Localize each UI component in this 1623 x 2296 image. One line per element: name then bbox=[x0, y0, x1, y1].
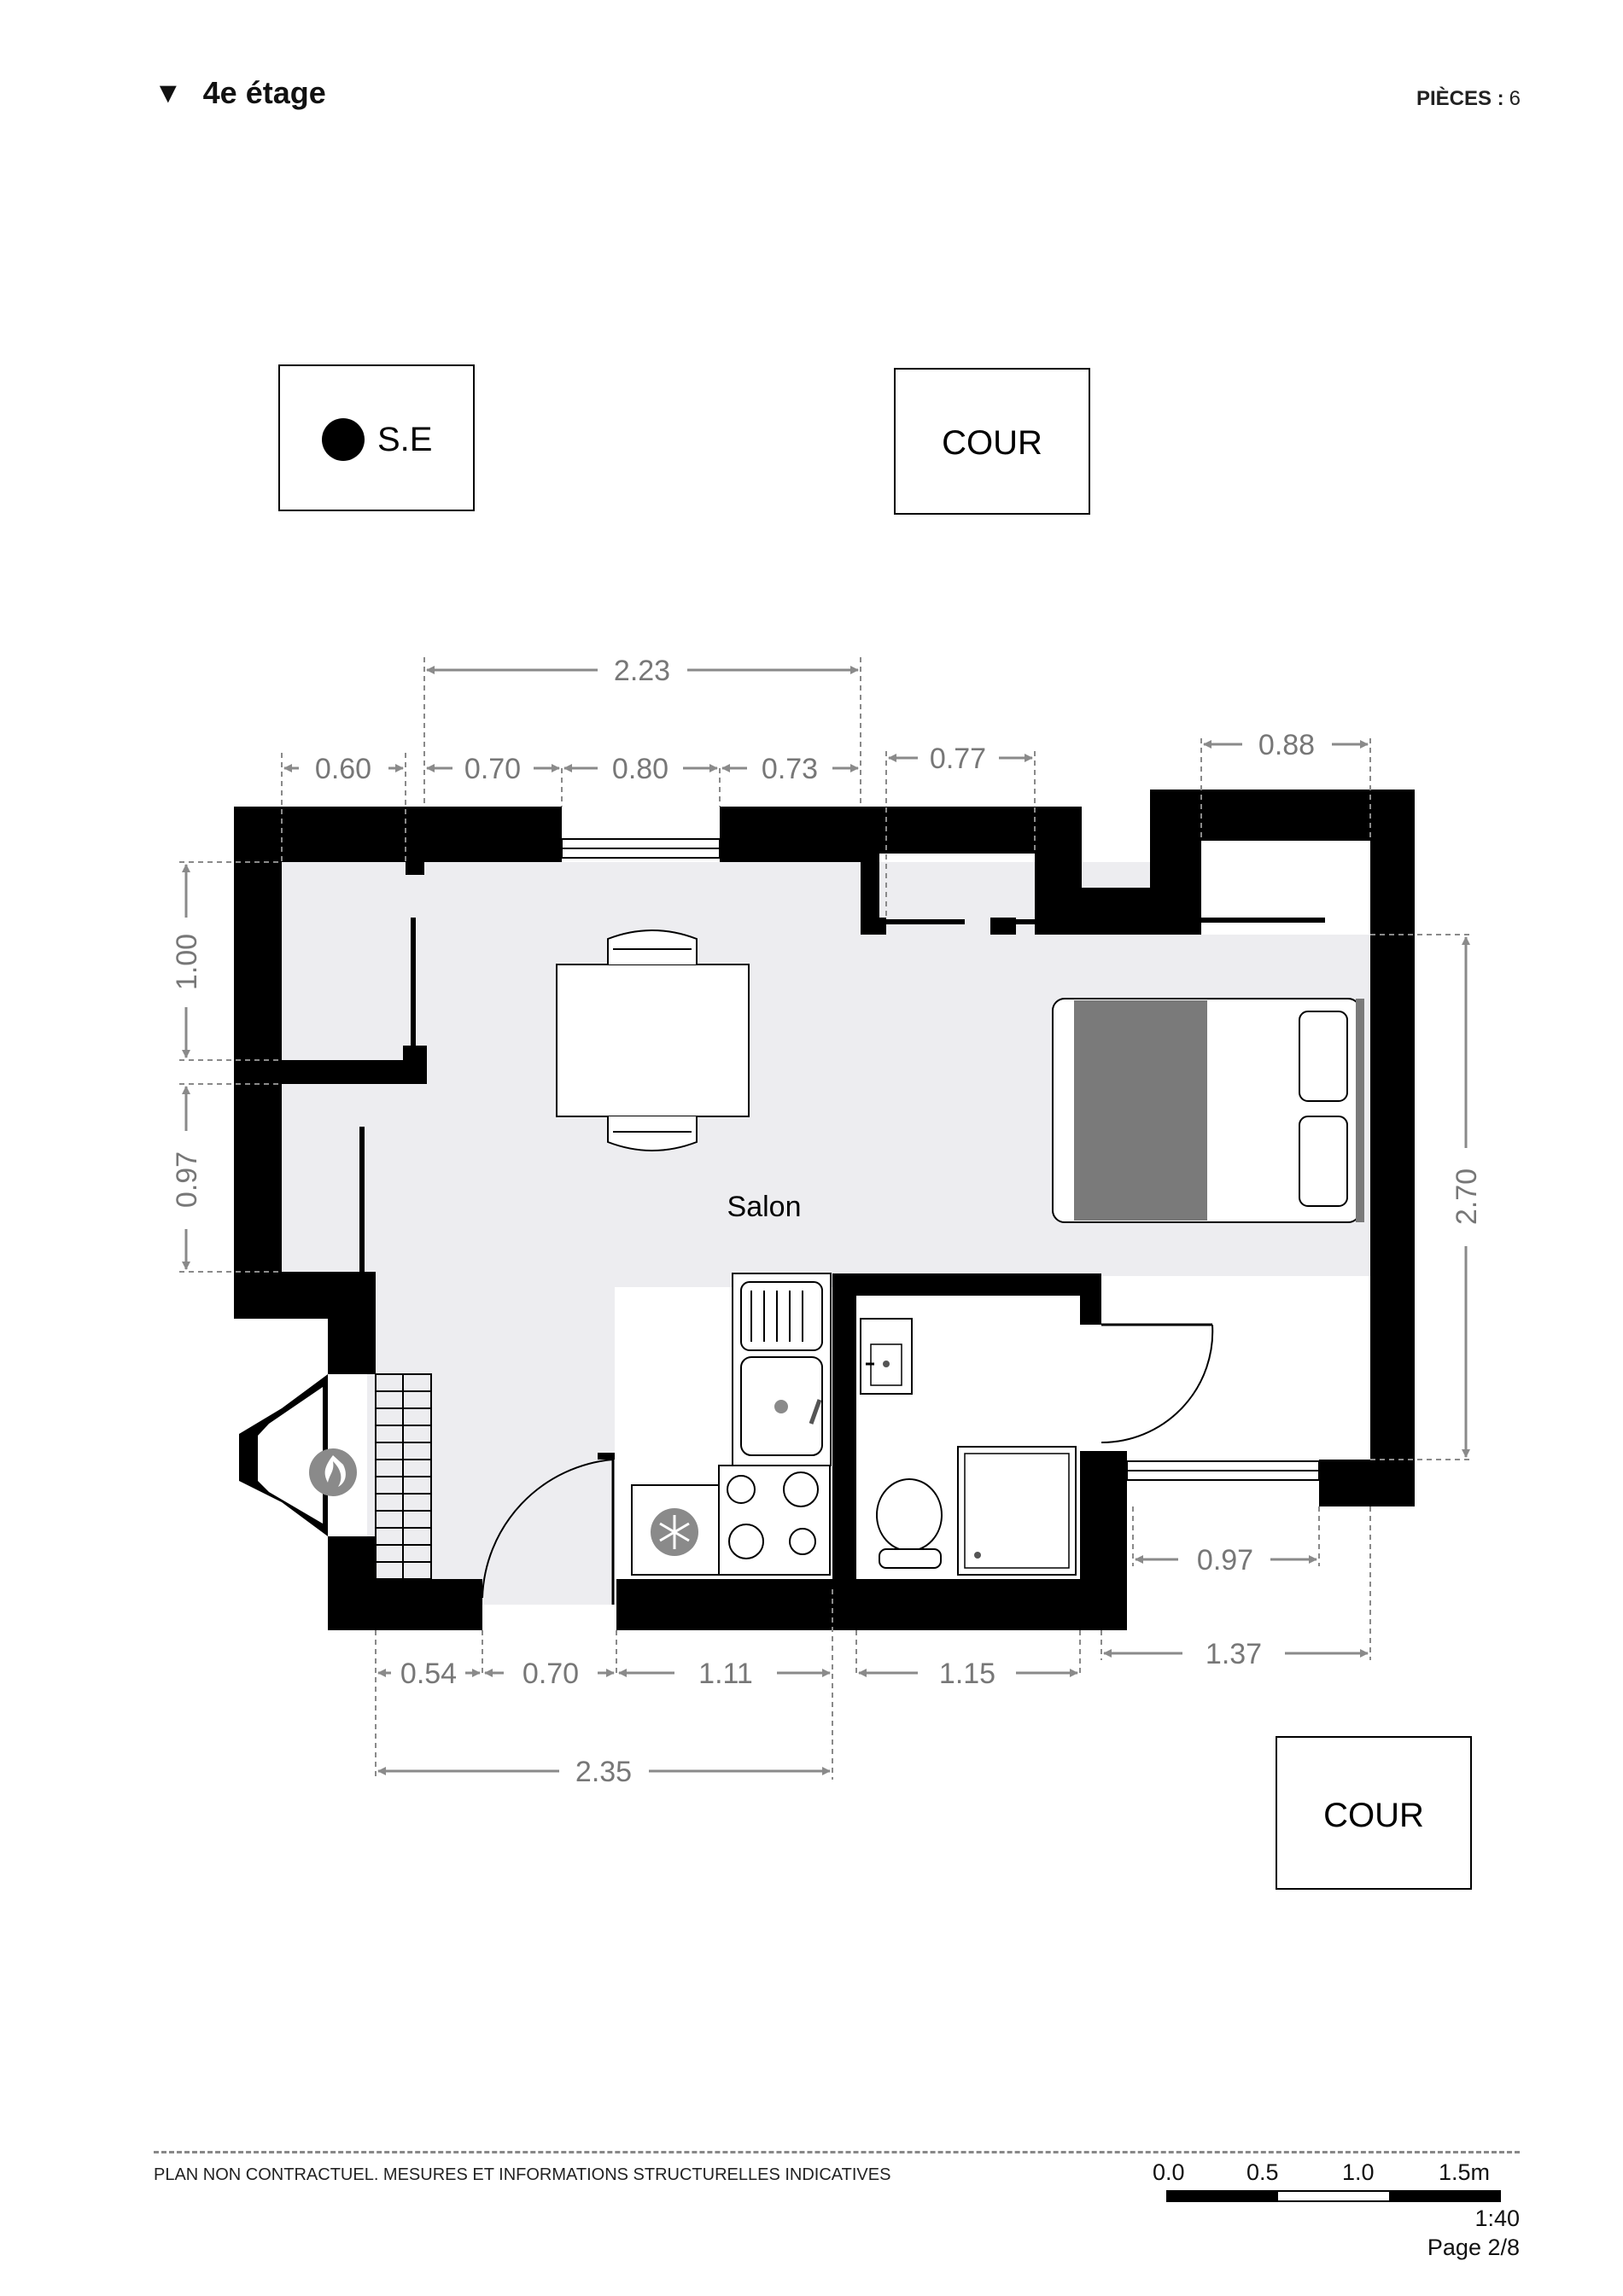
pillow-bottom bbox=[1299, 1116, 1348, 1207]
kitchen-sink bbox=[732, 1273, 832, 1466]
rooms-label: PIÈCES : bbox=[1416, 87, 1504, 110]
dim-top-c: 0.80 bbox=[612, 753, 668, 785]
dim-top-b: 0.70 bbox=[464, 753, 521, 785]
scale-tick: 1.5m bbox=[1439, 2159, 1491, 2185]
floor-label: 4e étage bbox=[202, 75, 326, 110]
rooms-value: 6 bbox=[1509, 87, 1521, 110]
footer-divider bbox=[154, 2151, 1520, 2153]
scale-tick: 0.0 bbox=[1153, 2159, 1185, 2185]
cour-label-bottom: COUR bbox=[1323, 1797, 1424, 1834]
cour-tag-bottom: COUR bbox=[1276, 1736, 1472, 1890]
burner-icon bbox=[789, 1528, 816, 1555]
dot-icon bbox=[322, 418, 365, 461]
page-number: Page 2/8 bbox=[1427, 2235, 1520, 2260]
burner-icon bbox=[727, 1475, 756, 1504]
dining-table bbox=[556, 929, 750, 1151]
scale-bar-graphic bbox=[1166, 2190, 1501, 2202]
dim-top-e: 0.77 bbox=[930, 743, 986, 775]
room-label-salon: Salon bbox=[727, 1191, 802, 1223]
scale-ratio: 1:40 bbox=[1474, 2206, 1520, 2231]
burner-icon bbox=[728, 1524, 764, 1559]
dim-top-total: 2.23 bbox=[614, 655, 670, 687]
fire-icon bbox=[309, 1448, 357, 1496]
cour-tag-top: COUR bbox=[894, 368, 1090, 515]
scale-tick: 1.0 bbox=[1342, 2159, 1375, 2185]
dim-top-d: 0.73 bbox=[762, 753, 818, 785]
pillow-top bbox=[1299, 1011, 1348, 1102]
bed bbox=[1052, 998, 1364, 1223]
dim-bottom-a: 0.54 bbox=[400, 1658, 457, 1690]
dim-top-a: 0.60 bbox=[315, 753, 371, 785]
dim-bottom-total: 2.35 bbox=[575, 1756, 632, 1788]
fireplace bbox=[239, 1374, 357, 1536]
cour-label-top: COUR bbox=[942, 424, 1042, 462]
walls bbox=[234, 790, 1415, 1630]
scale-tick: 0.5 bbox=[1246, 2159, 1279, 2185]
dim-left-b: 0.97 bbox=[171, 1151, 203, 1208]
burner-icon bbox=[783, 1471, 819, 1507]
dim-bottom-c: 1.11 bbox=[698, 1658, 753, 1690]
window-bottom-right bbox=[1126, 1460, 1320, 1481]
partitions bbox=[359, 918, 1325, 1272]
floor-header: ▼ 4e étage bbox=[154, 75, 326, 111]
rooms-count: PIÈCES :6 bbox=[1416, 87, 1521, 111]
dim-right-a: 2.70 bbox=[1451, 1168, 1483, 1225]
se-tag: S.E bbox=[278, 364, 475, 511]
scale-bar: 0.0 0.5 1.0 1.5m 1:40 Page 2/8 bbox=[1144, 2159, 1520, 2260]
triangle-down-icon[interactable]: ▼ bbox=[154, 77, 183, 109]
shower bbox=[957, 1446, 1077, 1576]
disclaimer: PLAN NON CONTRACTUEL. MESURES ET INFORMA… bbox=[154, 2165, 891, 2184]
dimension-labels: 2.23 0.60 0.70 0.80 0.73 0.77 0.88 1.00 … bbox=[171, 655, 1483, 1788]
dim-bottom-b: 0.70 bbox=[523, 1658, 579, 1690]
dim-bottom-f: 1.37 bbox=[1206, 1638, 1262, 1670]
dim-bottom-e: 0.97 bbox=[1197, 1544, 1253, 1576]
fridge bbox=[631, 1484, 720, 1576]
dimensions bbox=[179, 657, 1473, 1780]
bathroom-sink bbox=[860, 1318, 913, 1395]
se-label: S.E bbox=[377, 421, 432, 458]
toilet bbox=[876, 1478, 943, 1569]
dim-left-a: 1.00 bbox=[171, 934, 203, 990]
cooktop bbox=[718, 1465, 831, 1576]
dim-top-f: 0.88 bbox=[1258, 729, 1315, 761]
chair-top bbox=[607, 929, 698, 964]
chair-bottom bbox=[607, 1116, 698, 1151]
bathroom-door[interactable] bbox=[1100, 1323, 1214, 1444]
dim-bottom-d: 1.15 bbox=[939, 1658, 995, 1690]
entrance-door[interactable] bbox=[482, 1453, 615, 1605]
stairs bbox=[375, 1373, 432, 1580]
window-top bbox=[561, 838, 721, 859]
